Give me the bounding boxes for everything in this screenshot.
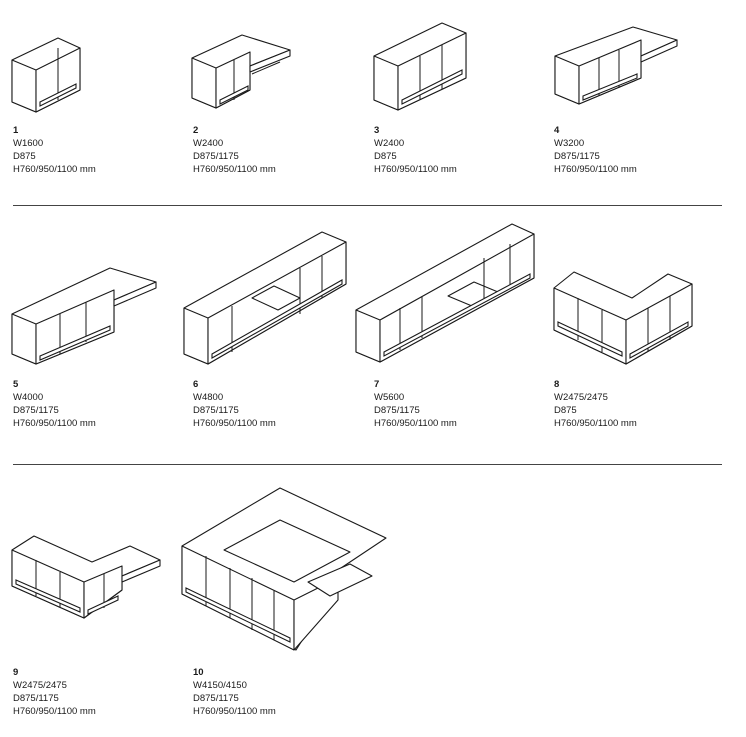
config-number: 6	[193, 379, 199, 390]
config-caption-8: 8 W2475/2475 D875 H760/950/1100 mm	[554, 378, 637, 430]
config-caption-6: 6 W4800 D875/1175 H760/950/1100 mm	[193, 378, 276, 430]
config-caption-9: 9 W2475/2475 D875/1175 H760/950/1100 mm	[13, 666, 96, 718]
config-caption-3: 3 W2400 D875 H760/950/1100 mm	[374, 124, 457, 176]
config-width: W4800	[193, 392, 224, 403]
config-width: W1600	[13, 138, 44, 149]
config-height: H760/950/1100 mm	[374, 418, 457, 429]
config-depth: D875/1175	[193, 693, 239, 704]
config-depth: D875/1175	[554, 151, 600, 162]
config-caption-10: 10 W4150/4150 D875/1175 H760/950/1100 mm	[193, 666, 276, 718]
desk-drawing-4	[553, 22, 683, 107]
desk-drawing-6	[182, 228, 352, 368]
config-width: W4150/4150	[193, 680, 247, 691]
config-caption-7: 7 W5600 D875/1175 H760/950/1100 mm	[374, 378, 457, 430]
config-caption-5: 5 W4000 D875/1175 H760/950/1100 mm	[13, 378, 96, 430]
desk-drawing-10	[180, 484, 387, 654]
config-width: W3200	[554, 138, 585, 149]
config-height: H760/950/1100 mm	[13, 164, 96, 175]
config-height: H760/950/1100 mm	[554, 418, 637, 429]
desk-drawing-9	[10, 532, 162, 622]
config-height: H760/950/1100 mm	[13, 706, 96, 717]
config-number: 9	[13, 667, 19, 678]
desk-drawing-5	[10, 256, 160, 366]
config-number: 4	[554, 125, 560, 136]
config-depth: D875	[13, 151, 36, 162]
config-number: 1	[13, 125, 19, 136]
row-divider	[13, 464, 722, 465]
config-depth: D875/1175	[193, 151, 239, 162]
config-depth: D875/1175	[13, 693, 59, 704]
config-number: 5	[13, 379, 19, 390]
row-divider	[13, 205, 722, 206]
desk-drawing-1	[10, 30, 85, 115]
config-number: 2	[193, 125, 199, 136]
config-depth: D875/1175	[374, 405, 420, 416]
config-height: H760/950/1100 mm	[193, 418, 276, 429]
config-height: H760/950/1100 mm	[193, 164, 276, 175]
config-number: 10	[193, 667, 204, 678]
config-width: W2400	[193, 138, 224, 149]
desk-drawing-8	[552, 268, 697, 368]
config-caption-1: 1 W1600 D875 H760/950/1100 mm	[13, 124, 96, 176]
config-caption-2: 2 W2400 D875/1175 H760/950/1100 mm	[193, 124, 276, 176]
config-width: W5600	[374, 392, 405, 403]
config-width: W4000	[13, 392, 44, 403]
config-number: 8	[554, 379, 560, 390]
desk-drawing-2	[190, 30, 295, 110]
desk-drawing-3	[372, 18, 472, 113]
config-width: W2475/2475	[554, 392, 608, 403]
config-height: H760/950/1100 mm	[554, 164, 637, 175]
config-width: W2400	[374, 138, 405, 149]
config-depth: D875	[554, 405, 577, 416]
desk-drawing-7	[354, 220, 539, 365]
config-number: 7	[374, 379, 380, 390]
config-height: H760/950/1100 mm	[13, 418, 96, 429]
config-caption-4: 4 W3200 D875/1175 H760/950/1100 mm	[554, 124, 637, 176]
config-number: 3	[374, 125, 380, 136]
config-height: H760/950/1100 mm	[374, 164, 457, 175]
config-depth: D875/1175	[193, 405, 239, 416]
config-width: W2475/2475	[13, 680, 67, 691]
config-depth: D875	[374, 151, 397, 162]
config-height: H760/950/1100 mm	[193, 706, 276, 717]
config-depth: D875/1175	[13, 405, 59, 416]
